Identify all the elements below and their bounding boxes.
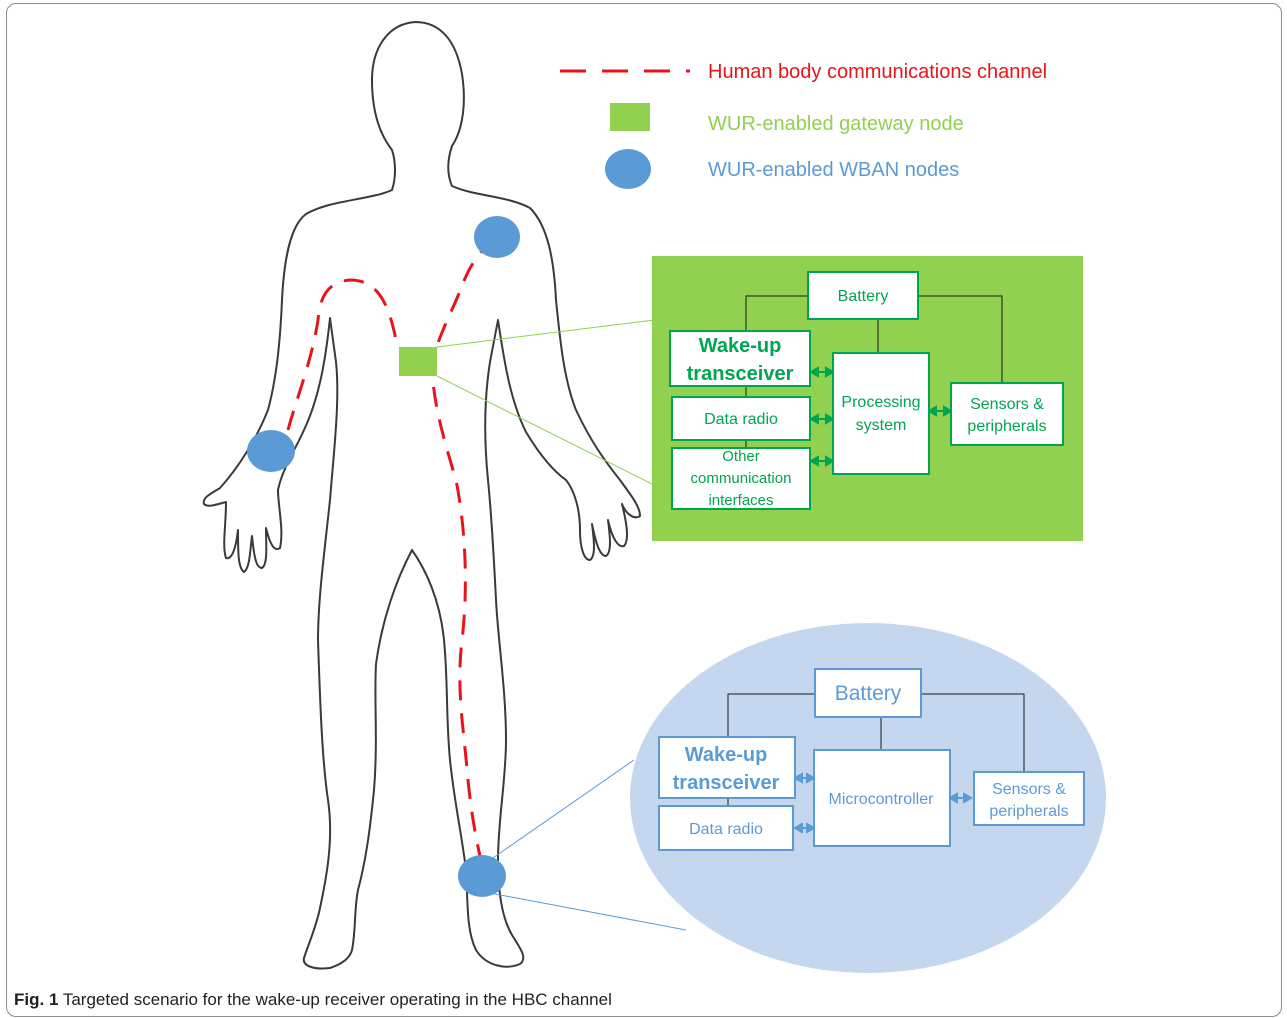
gateway-sensors-label-2: peripherals	[967, 418, 1046, 435]
gateway-wakeup-label-1: Wake-up	[699, 335, 782, 357]
gateway-other-label-2: communication	[691, 470, 792, 487]
body-wban-node-ankle-icon	[458, 855, 506, 897]
human-body-outline	[204, 22, 640, 969]
wban-sensors-label-1: Sensors &	[992, 781, 1066, 798]
gateway-other-label-1: Other	[722, 448, 760, 465]
wban-micro-label: Microcontroller	[829, 791, 935, 808]
gateway-sensors-box	[951, 383, 1063, 445]
figure-caption-text: Targeted scenario for the wake-up receiv…	[58, 990, 611, 1009]
figure-caption-label: Fig. 1	[14, 990, 58, 1009]
hbc-channel-paths	[288, 238, 494, 872]
wban-battery-label: Battery	[835, 682, 902, 705]
wban-zoom-line-top	[490, 760, 634, 860]
body-wban-node-wrist-icon	[247, 430, 295, 472]
legend-wban-label: WUR-enabled WBAN nodes	[708, 159, 959, 181]
gateway-dataradio-label: Data radio	[704, 411, 778, 428]
legend-gateway-square-icon	[610, 103, 650, 131]
gateway-other-label-3: interfaces	[708, 492, 773, 509]
wban-dataradio-label: Data radio	[689, 821, 763, 838]
wban-block-diagram: Battery Wake-up transceiver Data radio M…	[630, 623, 1106, 973]
gateway-sensors-label-1: Sensors &	[970, 396, 1044, 413]
gateway-processing-box	[833, 353, 929, 474]
gateway-zoom-line-top	[437, 320, 654, 347]
gateway-processing-label-1: Processing	[841, 394, 920, 411]
body-wban-node-shoulder-icon	[474, 216, 520, 258]
gateway-battery-label: Battery	[838, 288, 889, 305]
wban-wakeup-label-1: Wake-up	[685, 744, 768, 766]
wban-zoom-line-bottom	[490, 893, 686, 930]
legend: Human body communications channel WUR-en…	[560, 61, 1047, 189]
wban-wakeup-label-2: transceiver	[673, 772, 780, 794]
body-gateway-node-icon	[399, 347, 437, 376]
gateway-wakeup-label-2: transceiver	[687, 363, 794, 385]
gateway-block-diagram: Battery Wake-up transceiver Data radio O…	[652, 256, 1083, 541]
gateway-zoom-line-bottom	[437, 376, 654, 485]
legend-wban-circle-icon	[605, 149, 651, 189]
wban-sensors-label-2: peripherals	[989, 803, 1068, 820]
legend-hbc-label: Human body communications channel	[708, 61, 1047, 83]
legend-gateway-label: WUR-enabled gateway node	[708, 113, 964, 135]
figure-caption: Fig. 1 Targeted scenario for the wake-up…	[14, 990, 612, 1010]
gateway-processing-label-2: system	[856, 417, 907, 434]
